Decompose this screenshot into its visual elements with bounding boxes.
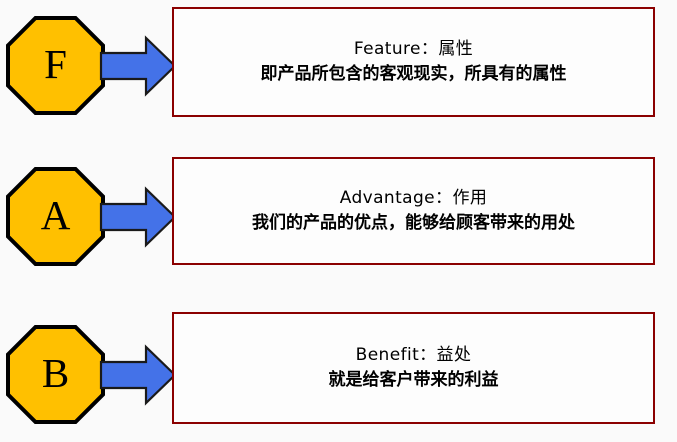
description-box-advantage: Advantage：作用 我们的产品的优点，能够给顾客带来的用处 bbox=[172, 157, 655, 265]
right-arrow-icon bbox=[99, 35, 177, 97]
box-description-benefit: 就是给客户带来的利益 bbox=[328, 370, 499, 390]
arrow-connector-advantage bbox=[98, 186, 178, 248]
right-arrow-icon bbox=[99, 344, 177, 406]
octagon-badge-b[interactable]: B bbox=[6, 325, 105, 424]
description-box-feature: Feature：属性 即产品所包含的客观现实，所具有的属性 bbox=[172, 7, 655, 117]
diagram-row-advantage: A Advantage：作用 我们的产品的优点，能够给顾客带来的用处 bbox=[0, 152, 677, 272]
octagon-badge-f[interactable]: F bbox=[6, 16, 105, 115]
octagon-shape-icon bbox=[6, 16, 105, 115]
box-title-advantage: Advantage：作用 bbox=[339, 188, 488, 209]
octagon-shape-icon bbox=[6, 167, 105, 266]
box-description-feature: 即产品所包含的客观现实，所具有的属性 bbox=[260, 64, 567, 84]
octagon-badge-a[interactable]: A bbox=[6, 167, 105, 266]
diagram-row-feature: F Feature：属性 即产品所包含的客观现实，所具有的属性 bbox=[0, 0, 677, 130]
box-title-feature: Feature：属性 bbox=[353, 39, 474, 60]
box-title-benefit: Benefit：益处 bbox=[355, 345, 472, 366]
description-box-benefit: Benefit：益处 就是给客户带来的利益 bbox=[172, 312, 655, 424]
diagram-row-benefit: B Benefit：益处 就是给客户带来的利益 bbox=[0, 306, 677, 432]
octagon-shape-icon bbox=[6, 325, 105, 424]
right-arrow-icon bbox=[99, 186, 177, 248]
arrow-connector-benefit bbox=[98, 344, 178, 406]
arrow-connector-feature bbox=[98, 35, 178, 97]
box-description-advantage: 我们的产品的优点，能够给顾客带来的用处 bbox=[252, 213, 575, 233]
